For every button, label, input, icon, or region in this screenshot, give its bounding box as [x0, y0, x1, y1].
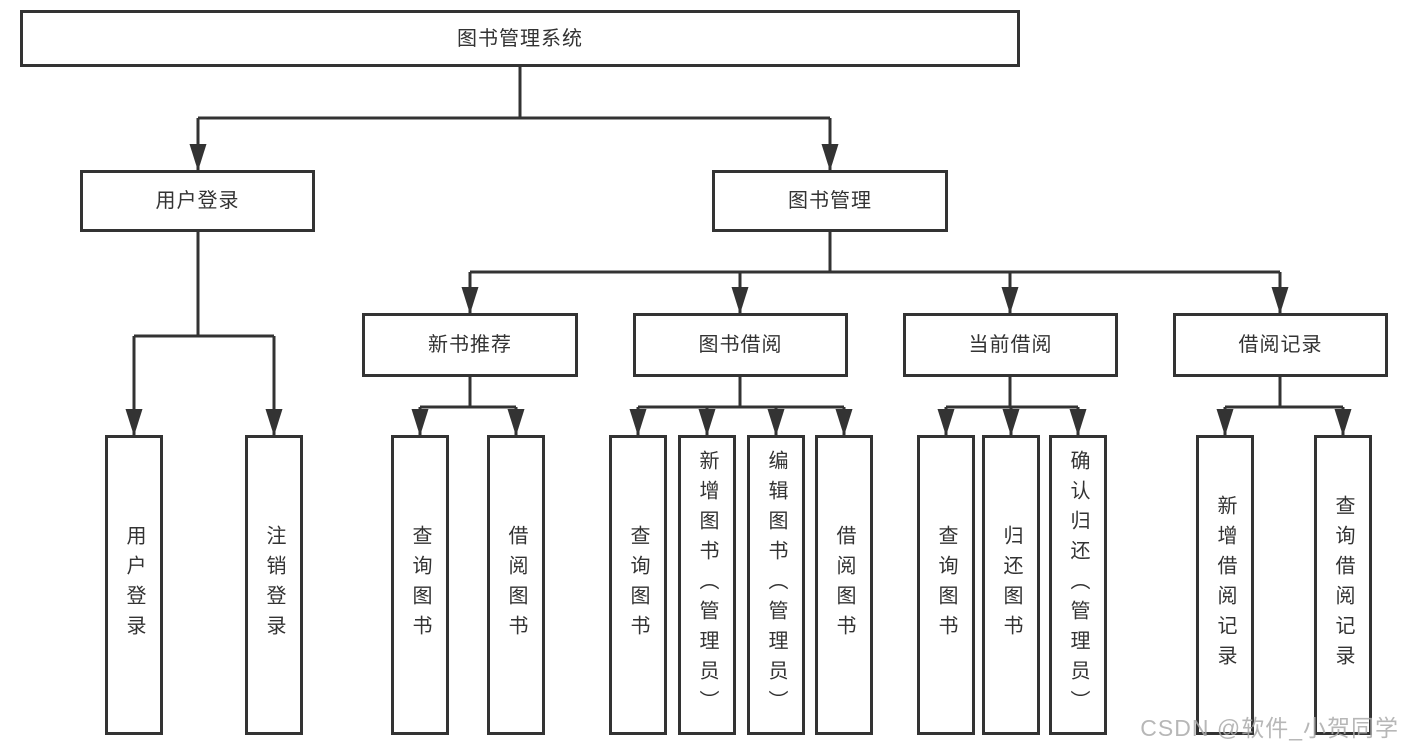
watermark: CSDN @软件_小贺同学	[1140, 715, 1399, 741]
leaf-confirm-return-admin: 确认归还（管理员）	[1049, 435, 1107, 735]
node-label: 用户登录	[155, 190, 240, 212]
node-borrowing-records: 借阅记录	[1173, 313, 1388, 377]
node-label: 归还图书	[1000, 525, 1022, 645]
node-label: 新增借阅记录	[1214, 495, 1236, 675]
leaf-edit-book-admin: 编辑图书（管理员）	[747, 435, 805, 735]
node-label: 图书借阅	[698, 334, 783, 356]
node-label: 当前借阅	[968, 334, 1053, 356]
leaf-return-books: 归还图书	[982, 435, 1040, 735]
node-label: 确认归还（管理员）	[1067, 450, 1089, 720]
node-label: 借阅记录	[1238, 334, 1323, 356]
node-label: 注销登录	[263, 525, 285, 645]
node-label: 查询图书	[935, 525, 957, 645]
node-label: 查询图书	[627, 525, 649, 645]
leaf-user-login: 用户登录	[105, 435, 163, 735]
node-current-borrowing: 当前借阅	[903, 313, 1118, 377]
node-book-management: 图书管理	[712, 170, 948, 232]
leaf-query-books-recommend: 查询图书	[391, 435, 449, 735]
node-label: 新书推荐	[428, 334, 512, 356]
node-label: 图书管理	[788, 190, 872, 212]
leaf-add-borrow-record: 新增借阅记录	[1196, 435, 1254, 735]
leaf-query-borrow-record: 查询借阅记录	[1314, 435, 1372, 735]
leaf-query-books-current: 查询图书	[917, 435, 975, 735]
leaf-borrow-books-borrowing: 借阅图书	[815, 435, 873, 735]
leaf-logout: 注销登录	[245, 435, 303, 735]
leaf-borrow-books-recommend: 借阅图书	[487, 435, 545, 735]
node-book-borrowing: 图书借阅	[633, 313, 848, 377]
node-new-book-recommendation: 新书推荐	[362, 313, 578, 377]
node-label: 新增图书（管理员）	[696, 450, 718, 720]
node-user-login: 用户登录	[80, 170, 315, 232]
leaf-add-book-admin: 新增图书（管理员）	[678, 435, 736, 735]
node-label: 图书管理系统	[457, 27, 583, 50]
node-label: 查询借阅记录	[1332, 495, 1354, 675]
node-label: 编辑图书（管理员）	[765, 450, 787, 720]
node-label: 借阅图书	[505, 525, 527, 645]
node-label: 借阅图书	[833, 525, 855, 645]
node-label: 用户登录	[123, 525, 145, 645]
leaf-query-books-borrowing: 查询图书	[609, 435, 667, 735]
node-label: 查询图书	[409, 525, 431, 645]
node-library-management-system: 图书管理系统	[20, 10, 1020, 67]
